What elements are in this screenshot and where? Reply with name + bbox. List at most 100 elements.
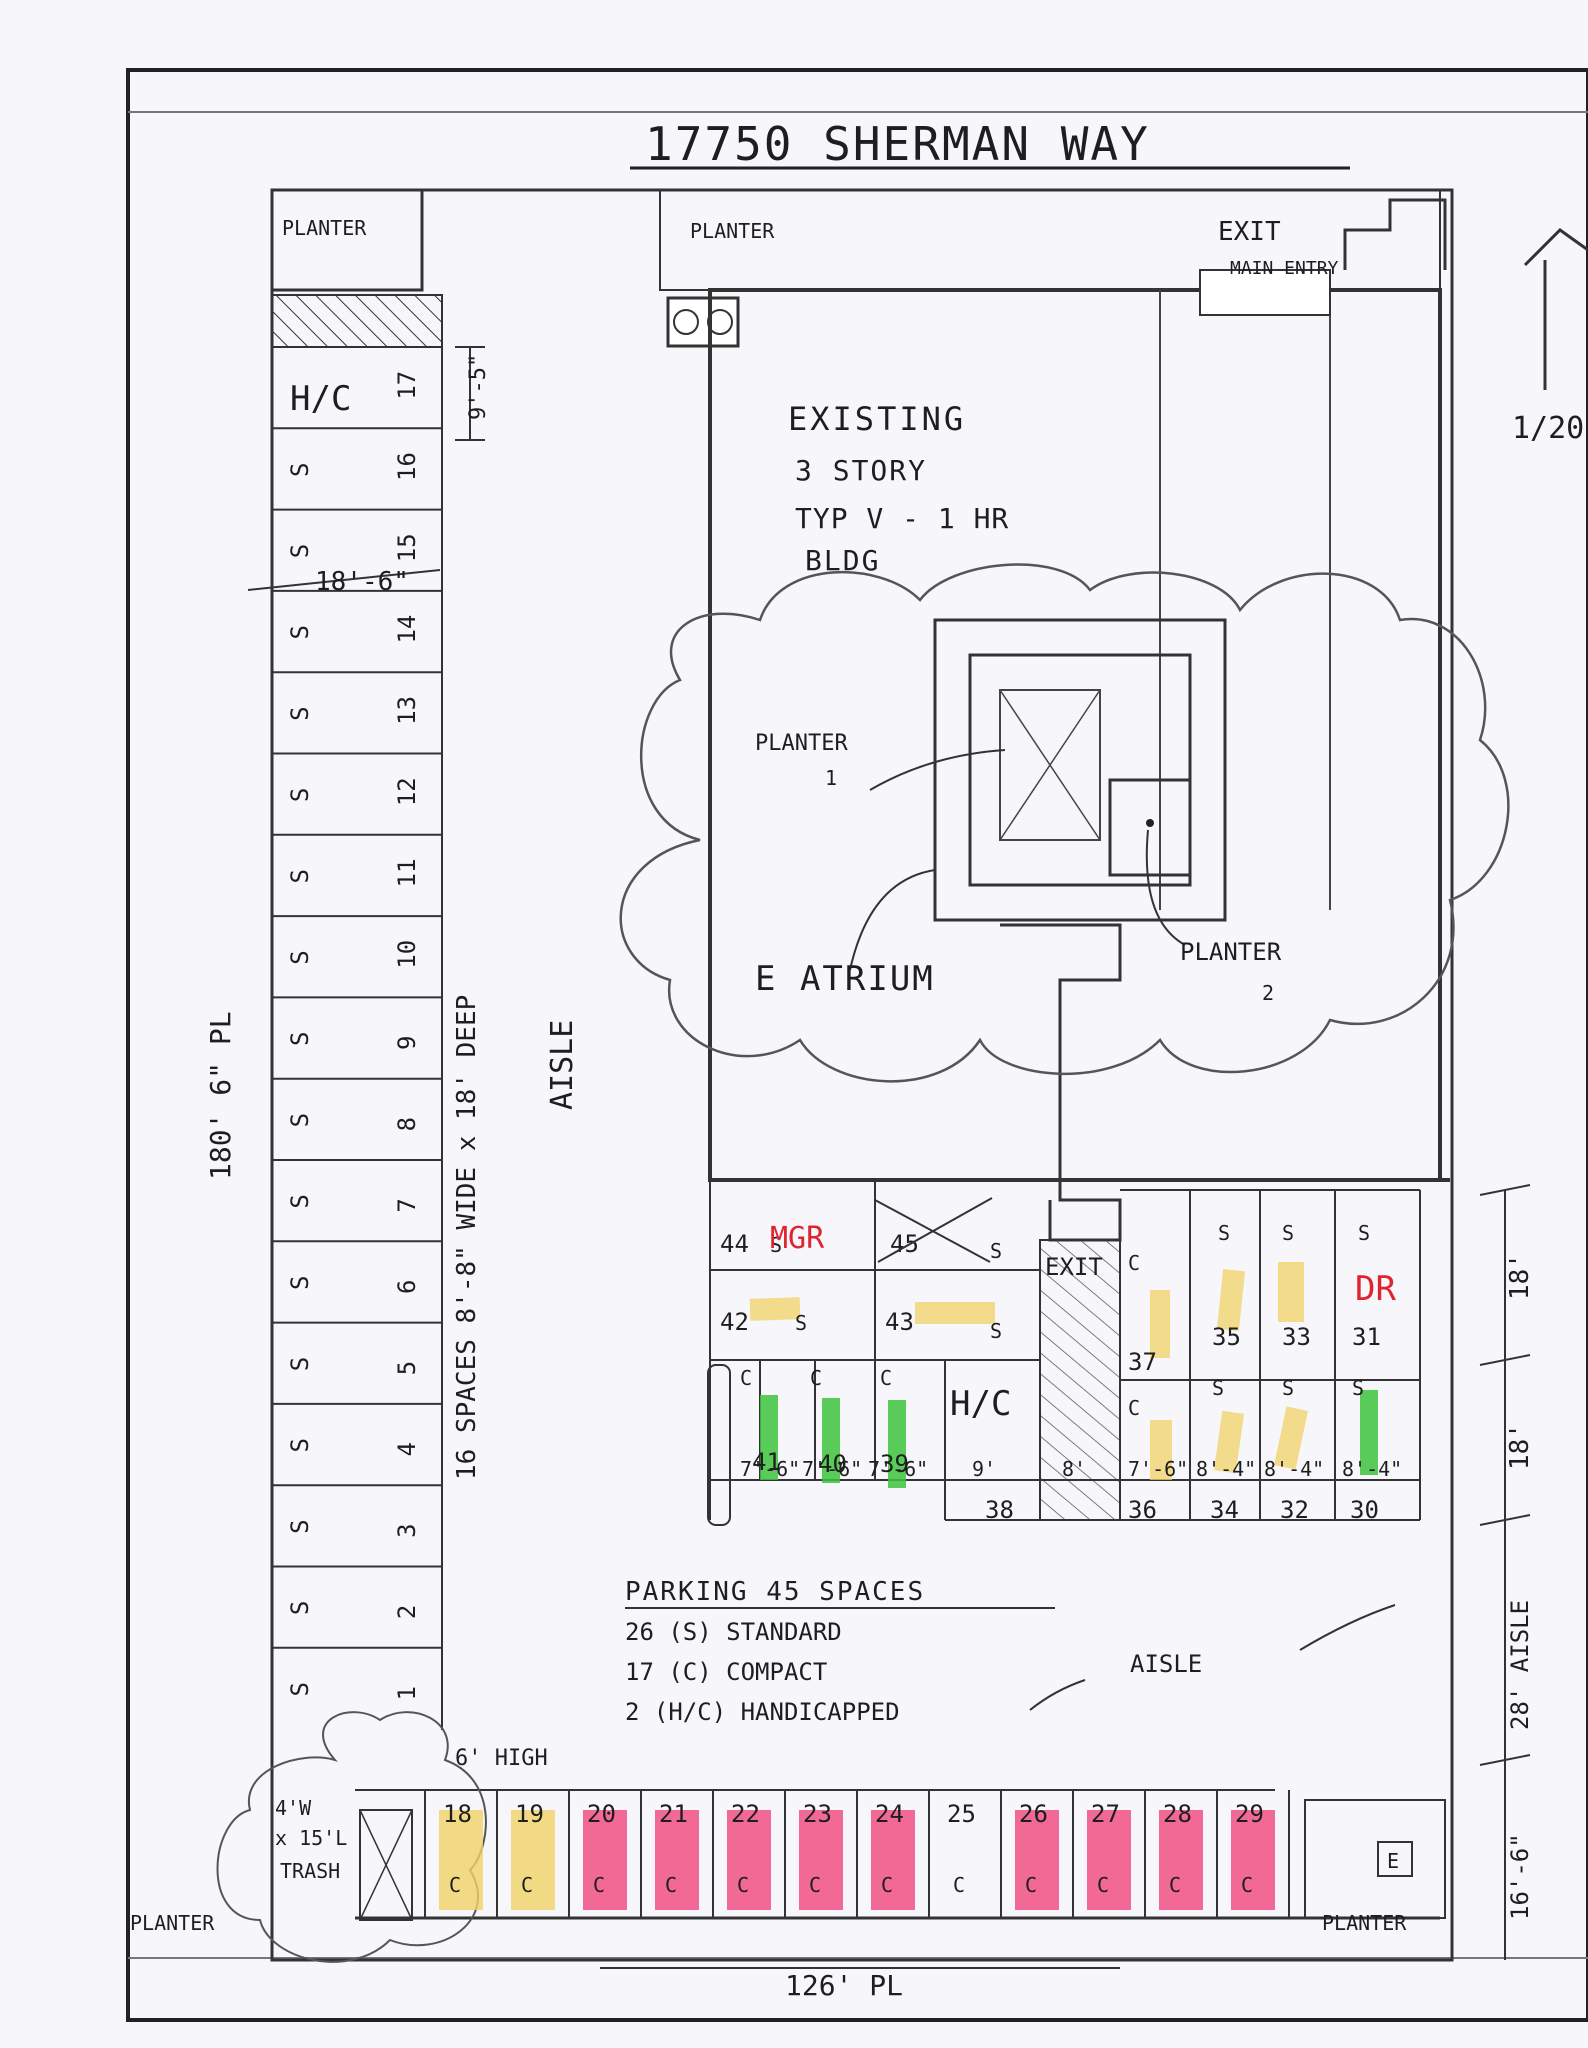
corner-steps bbox=[1343, 198, 1447, 270]
left-stall-number: 8 bbox=[393, 1117, 421, 1131]
left-stall-number: 12 bbox=[393, 777, 421, 806]
left-stall-labels: 1716S15S14S13S12S11S10S9S8S7S6S5S4S3S2S1… bbox=[286, 371, 421, 1701]
left-stall-number: 15 bbox=[393, 533, 421, 562]
bottom-highlight-marks bbox=[439, 1810, 1275, 1910]
center-stall-width: 7'-6" bbox=[740, 1457, 800, 1481]
parking-summary-compact: 17 (C) COMPACT bbox=[625, 1658, 827, 1686]
planter-label-top: PLANTER bbox=[690, 219, 775, 243]
bottom-stall-number: 20 bbox=[587, 1800, 616, 1828]
left-stall-code: S bbox=[286, 1032, 314, 1046]
trash-enclosure bbox=[359, 1809, 413, 1921]
mechanical-units bbox=[666, 296, 740, 348]
center-stall-width: 8'-4" bbox=[1196, 1457, 1256, 1481]
bottom-stall-dividers bbox=[424, 1790, 1290, 1918]
center-stall-code: S bbox=[990, 1319, 1002, 1343]
parking-summary-standard: 26 (S) STANDARD bbox=[625, 1618, 842, 1646]
center-stall-number: 43 bbox=[885, 1308, 914, 1336]
stall-width-note: 9'-5" bbox=[466, 354, 491, 420]
planter-1-leader bbox=[869, 749, 1006, 791]
bottom-stall-number: 21 bbox=[659, 1800, 688, 1828]
center-stall-width: 9' bbox=[972, 1457, 996, 1481]
left-spaces-note: 16 SPACES 8'-8" WIDE x 18' DEEP bbox=[452, 995, 482, 1480]
left-stall-number: 1 bbox=[393, 1686, 421, 1700]
center-aisle-label: AISLE bbox=[1130, 1650, 1202, 1678]
left-stall-number: 5 bbox=[393, 1361, 421, 1375]
center-highlight-marks bbox=[749, 1262, 1378, 1488]
planter-2-box bbox=[1108, 778, 1192, 877]
building-footprint bbox=[619, 189, 1588, 1242]
left-stall-number: 14 bbox=[393, 615, 421, 644]
center-stall-number: 35 bbox=[1212, 1323, 1241, 1351]
left-stall-number: 4 bbox=[393, 1442, 421, 1456]
stall-45-strike-2 bbox=[877, 1197, 993, 1263]
center-stall-number: 30 bbox=[1350, 1496, 1379, 1524]
center-stall-number: 32 bbox=[1280, 1496, 1309, 1524]
planter-top-left bbox=[270, 188, 424, 292]
left-stall-code: S bbox=[286, 625, 314, 639]
stall-highlight-pink bbox=[799, 1810, 843, 1910]
stall-highlight-pink bbox=[1087, 1810, 1131, 1910]
bottom-stall-code: C bbox=[953, 1873, 965, 1897]
left-stall-code: S bbox=[286, 1519, 314, 1533]
planter-label-bottom-right: PLANTER bbox=[1322, 1911, 1407, 1935]
building-note-line-1: EXISTING bbox=[788, 400, 966, 438]
center-parking-block bbox=[707, 1178, 1531, 1960]
bottom-stall-number: 27 bbox=[1091, 1800, 1120, 1828]
left-stall-number: 2 bbox=[393, 1605, 421, 1619]
center-stall-number: 36 bbox=[1128, 1496, 1157, 1524]
bottom-stall-code: C bbox=[881, 1873, 893, 1897]
atrium-revision-cloud bbox=[619, 563, 1510, 1083]
stall-depth-note: 18'-6" bbox=[315, 567, 409, 597]
left-stall-code: S bbox=[286, 1682, 314, 1696]
center-stall-width: 7'-6" bbox=[1128, 1457, 1188, 1481]
left-aisle-label: AISLE bbox=[545, 1020, 580, 1110]
bottom-stall-code: C bbox=[665, 1873, 677, 1897]
left-stall-code: S bbox=[286, 462, 314, 476]
bottom-stall-number: 23 bbox=[803, 1800, 832, 1828]
center-stall-code: S bbox=[1282, 1221, 1294, 1245]
center-stall-code: S bbox=[1218, 1221, 1230, 1245]
left-stall-number: 7 bbox=[393, 1198, 421, 1212]
bottom-stall-number: 24 bbox=[875, 1800, 904, 1828]
center-stall-number: 37 bbox=[1128, 1348, 1157, 1376]
planter-bottom-right bbox=[1304, 1799, 1446, 1919]
right-dim-18-upper: 18' bbox=[1505, 1253, 1535, 1300]
center-stall-code: S bbox=[1352, 1376, 1364, 1400]
stall-highlight-pink bbox=[583, 1810, 627, 1910]
parking-summary-title: PARKING 45 SPACES bbox=[625, 1577, 925, 1607]
left-stall-dividers bbox=[272, 427, 442, 1649]
center-stall-width: 7'-6" bbox=[868, 1457, 928, 1481]
bottom-stall-number: 28 bbox=[1163, 1800, 1192, 1828]
handicapped-stall-label: H/C bbox=[290, 379, 351, 419]
stall-highlight-pink bbox=[655, 1810, 699, 1910]
center-stall-code: S bbox=[1212, 1376, 1224, 1400]
left-stall-code: S bbox=[286, 1601, 314, 1615]
right-dim-18-lower: 18' bbox=[1505, 1423, 1535, 1470]
stall-highlight-yellow bbox=[439, 1810, 483, 1910]
dr-reserved-label: DR bbox=[1355, 1269, 1396, 1309]
right-dim-bottom: 16'-6" bbox=[1506, 1833, 1534, 1920]
main-entry-label: MAIN ENTRY bbox=[1230, 258, 1339, 279]
hatched-access-aisle bbox=[271, 294, 443, 348]
parking-summary-handicapped: 2 (H/C) HANDICAPPED bbox=[625, 1698, 900, 1726]
center-stall-number: 38 bbox=[985, 1496, 1014, 1524]
center-stall-code: S bbox=[1358, 1221, 1370, 1245]
center-stall-number: 31 bbox=[1352, 1323, 1381, 1351]
center-stall-number: 41 bbox=[752, 1448, 781, 1476]
trash-note-2: x 15'L bbox=[275, 1826, 347, 1850]
center-stall-number: 42 bbox=[720, 1308, 749, 1336]
center-stall-width: 8'-4" bbox=[1342, 1457, 1402, 1481]
stair-core bbox=[968, 653, 1192, 887]
center-stall-number: 40 bbox=[818, 1450, 847, 1478]
center-stall-code: C bbox=[810, 1366, 822, 1390]
bottom-stall-code: C bbox=[1025, 1873, 1037, 1897]
sheet-border bbox=[126, 68, 1588, 2022]
main-entry-stoop bbox=[1199, 269, 1331, 316]
center-stall-width: 7'-6" bbox=[802, 1457, 862, 1481]
left-stall-number: 6 bbox=[393, 1279, 421, 1293]
stall-highlight-pink bbox=[1231, 1810, 1275, 1910]
left-stall-number: 13 bbox=[393, 696, 421, 725]
planter-1-label: PLANTER bbox=[755, 731, 848, 756]
